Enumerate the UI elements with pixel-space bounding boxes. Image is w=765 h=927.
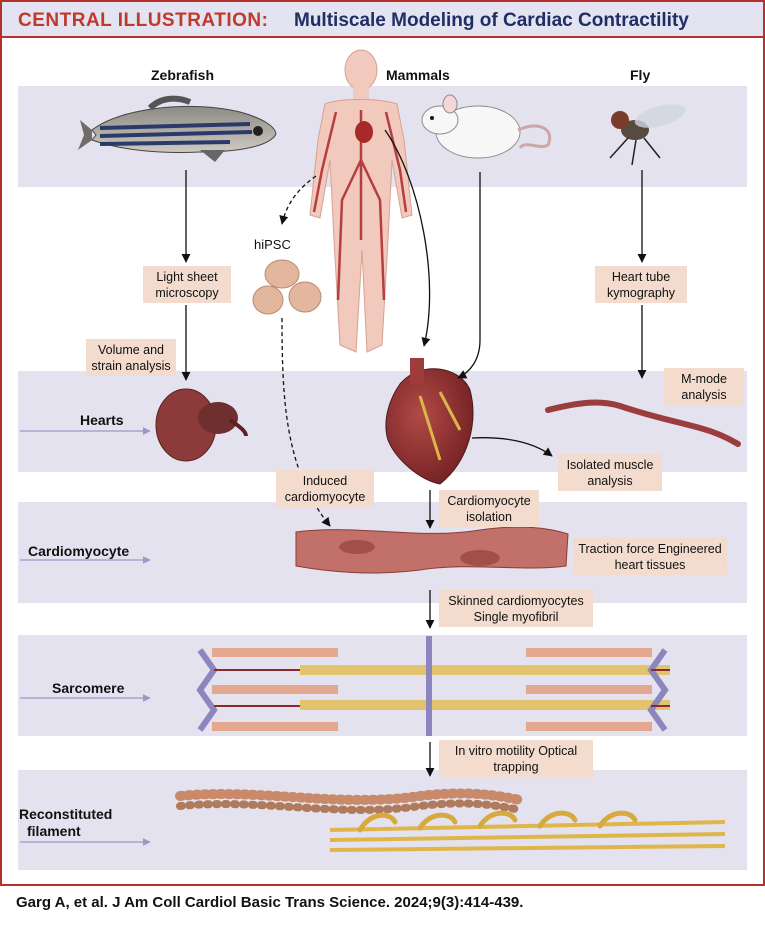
method-m-mode: M-mode analysis	[664, 368, 744, 405]
method-volume-strain: Volume and strain analysis	[86, 339, 176, 376]
method-in-vitro-motility: In vitro motility Optical trapping	[439, 740, 593, 777]
hipsc-cells-image	[252, 259, 322, 315]
citation: Garg A, et al. J Am Coll Cardiol Basic T…	[16, 894, 524, 911]
cardiomyocyte-image	[295, 526, 569, 574]
hipsc-label: hiPSC	[254, 237, 291, 252]
method-induced-cardiomyocyte: Induced cardiomyocyte	[276, 470, 374, 507]
zebrafish-image	[78, 95, 277, 162]
sarcomere-image	[196, 636, 670, 736]
central-illustration-label: CENTRAL ILLUSTRATION:	[18, 10, 269, 31]
row-label-reconstituted: Reconstituted	[19, 806, 113, 822]
column-heading-fly: Fly	[630, 67, 651, 83]
zebrafish-heart-image	[155, 388, 248, 462]
column-heading-zebrafish: Zebrafish	[151, 67, 215, 83]
filament-image	[175, 788, 726, 852]
row-label-cardiomyocyte: Cardiomyocyte	[28, 543, 130, 559]
method-cardiomyocyte-isolation: Cardiomyocyte isolation	[439, 490, 539, 527]
figure-title: Multiscale Modeling of Cardiac Contracti…	[294, 10, 689, 31]
method-skinned-cardiomyocytes: Skinned cardiomyocytes Single myofibril	[439, 590, 593, 627]
header-bar: CENTRAL ILLUSTRATION: Multiscale Modelin…	[0, 0, 765, 38]
fly-heart-tube-image	[545, 399, 741, 447]
method-isolated-muscle: Isolated muscle analysis	[558, 454, 662, 491]
fly-image	[609, 104, 686, 166]
column-heading-mammals: Mammals	[386, 67, 450, 83]
method-heart-tube: Heart tube kymography	[595, 266, 687, 303]
mammal-heart-image	[385, 358, 474, 485]
mouse-image	[421, 94, 552, 159]
row-pointer-arrows	[20, 427, 151, 846]
filament-band	[18, 770, 747, 870]
figure-border	[0, 36, 765, 886]
row-label-hearts: Hearts	[80, 412, 124, 428]
row-label-filament: filament	[27, 823, 81, 839]
method-light-sheet: Light sheet microscopy	[143, 266, 231, 303]
row-label-sarcomere: Sarcomere	[52, 680, 125, 696]
human-image	[309, 49, 413, 353]
method-traction-force: Traction force Engineered heart tissues	[573, 538, 727, 575]
